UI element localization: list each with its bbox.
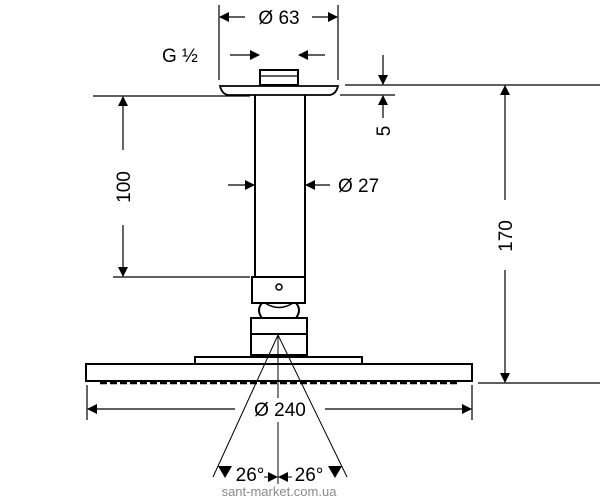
dim-100-lines	[93, 95, 250, 278]
dim-5-lines	[340, 55, 600, 118]
watermark: sant-market.com.ua	[222, 484, 338, 499]
label-pipe-diameter: Ø 27	[338, 176, 379, 197]
label-flange-diameter: Ø 63	[258, 8, 299, 29]
label-angle-right: 26°	[295, 465, 324, 486]
label-pipe-length: 100	[114, 171, 135, 203]
dim-170-lines	[478, 85, 600, 384]
dim-63-lines	[218, 5, 339, 80]
label-angle-left: 26°	[236, 465, 265, 486]
label-thread: G ½	[162, 46, 198, 67]
angle-arrow-right	[328, 466, 342, 478]
angle-arrow-left	[218, 466, 232, 478]
spray-cone	[212, 334, 348, 484]
label-head-diameter: Ø 240	[254, 400, 306, 421]
dim-240-lines	[86, 385, 473, 420]
ceiling-flange	[218, 69, 340, 96]
label-flange-thickness: 5	[374, 126, 395, 137]
shower-head	[85, 356, 473, 385]
ball-joint	[250, 276, 308, 356]
pipe	[254, 95, 306, 278]
label-total-height: 170	[496, 220, 517, 252]
